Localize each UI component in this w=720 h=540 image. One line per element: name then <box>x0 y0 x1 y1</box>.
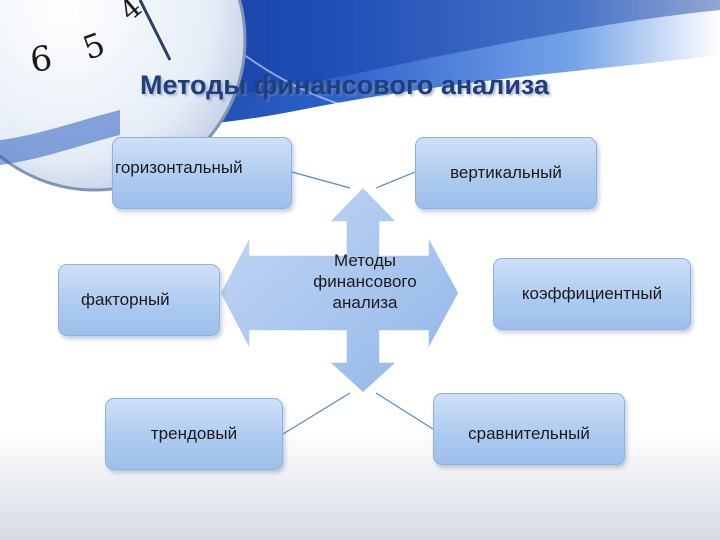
method-box-comparative: сравнительный <box>433 393 625 465</box>
clock-hand <box>138 0 172 61</box>
method-label-comparative: сравнительный <box>468 424 590 443</box>
center-label: Методы финансового анализа <box>290 250 440 313</box>
method-box-horizontal: горизонтальный <box>112 137 292 209</box>
center-cross-arrow <box>219 185 460 395</box>
left-strip <box>0 110 120 165</box>
method-label-factor: факторный <box>81 290 170 309</box>
method-label-coefficient: коэффициентный <box>521 284 663 303</box>
method-box-coefficient: коэффициентный <box>493 258 691 330</box>
center-label-line2: финансового <box>313 272 417 291</box>
center-label-line3: анализа <box>332 293 398 312</box>
method-label-trend: трендовый <box>150 424 238 443</box>
connector-trend <box>282 392 351 435</box>
connector-comparative <box>375 392 434 430</box>
method-box-factor: факторный <box>58 264 220 336</box>
center-label-line1: Методы <box>333 251 397 270</box>
clock-rim <box>0 0 247 192</box>
method-box-vertical: вертикальный <box>415 137 597 209</box>
connector-vertical <box>375 171 416 189</box>
slide-title: Методы финансового анализа <box>140 70 550 100</box>
method-label-vertical: вертикальный <box>450 163 562 182</box>
method-box-trend: трендовый <box>105 398 283 470</box>
connector-horizontal <box>291 171 351 189</box>
method-label-horizontal: горизонтальный <box>115 158 243 177</box>
